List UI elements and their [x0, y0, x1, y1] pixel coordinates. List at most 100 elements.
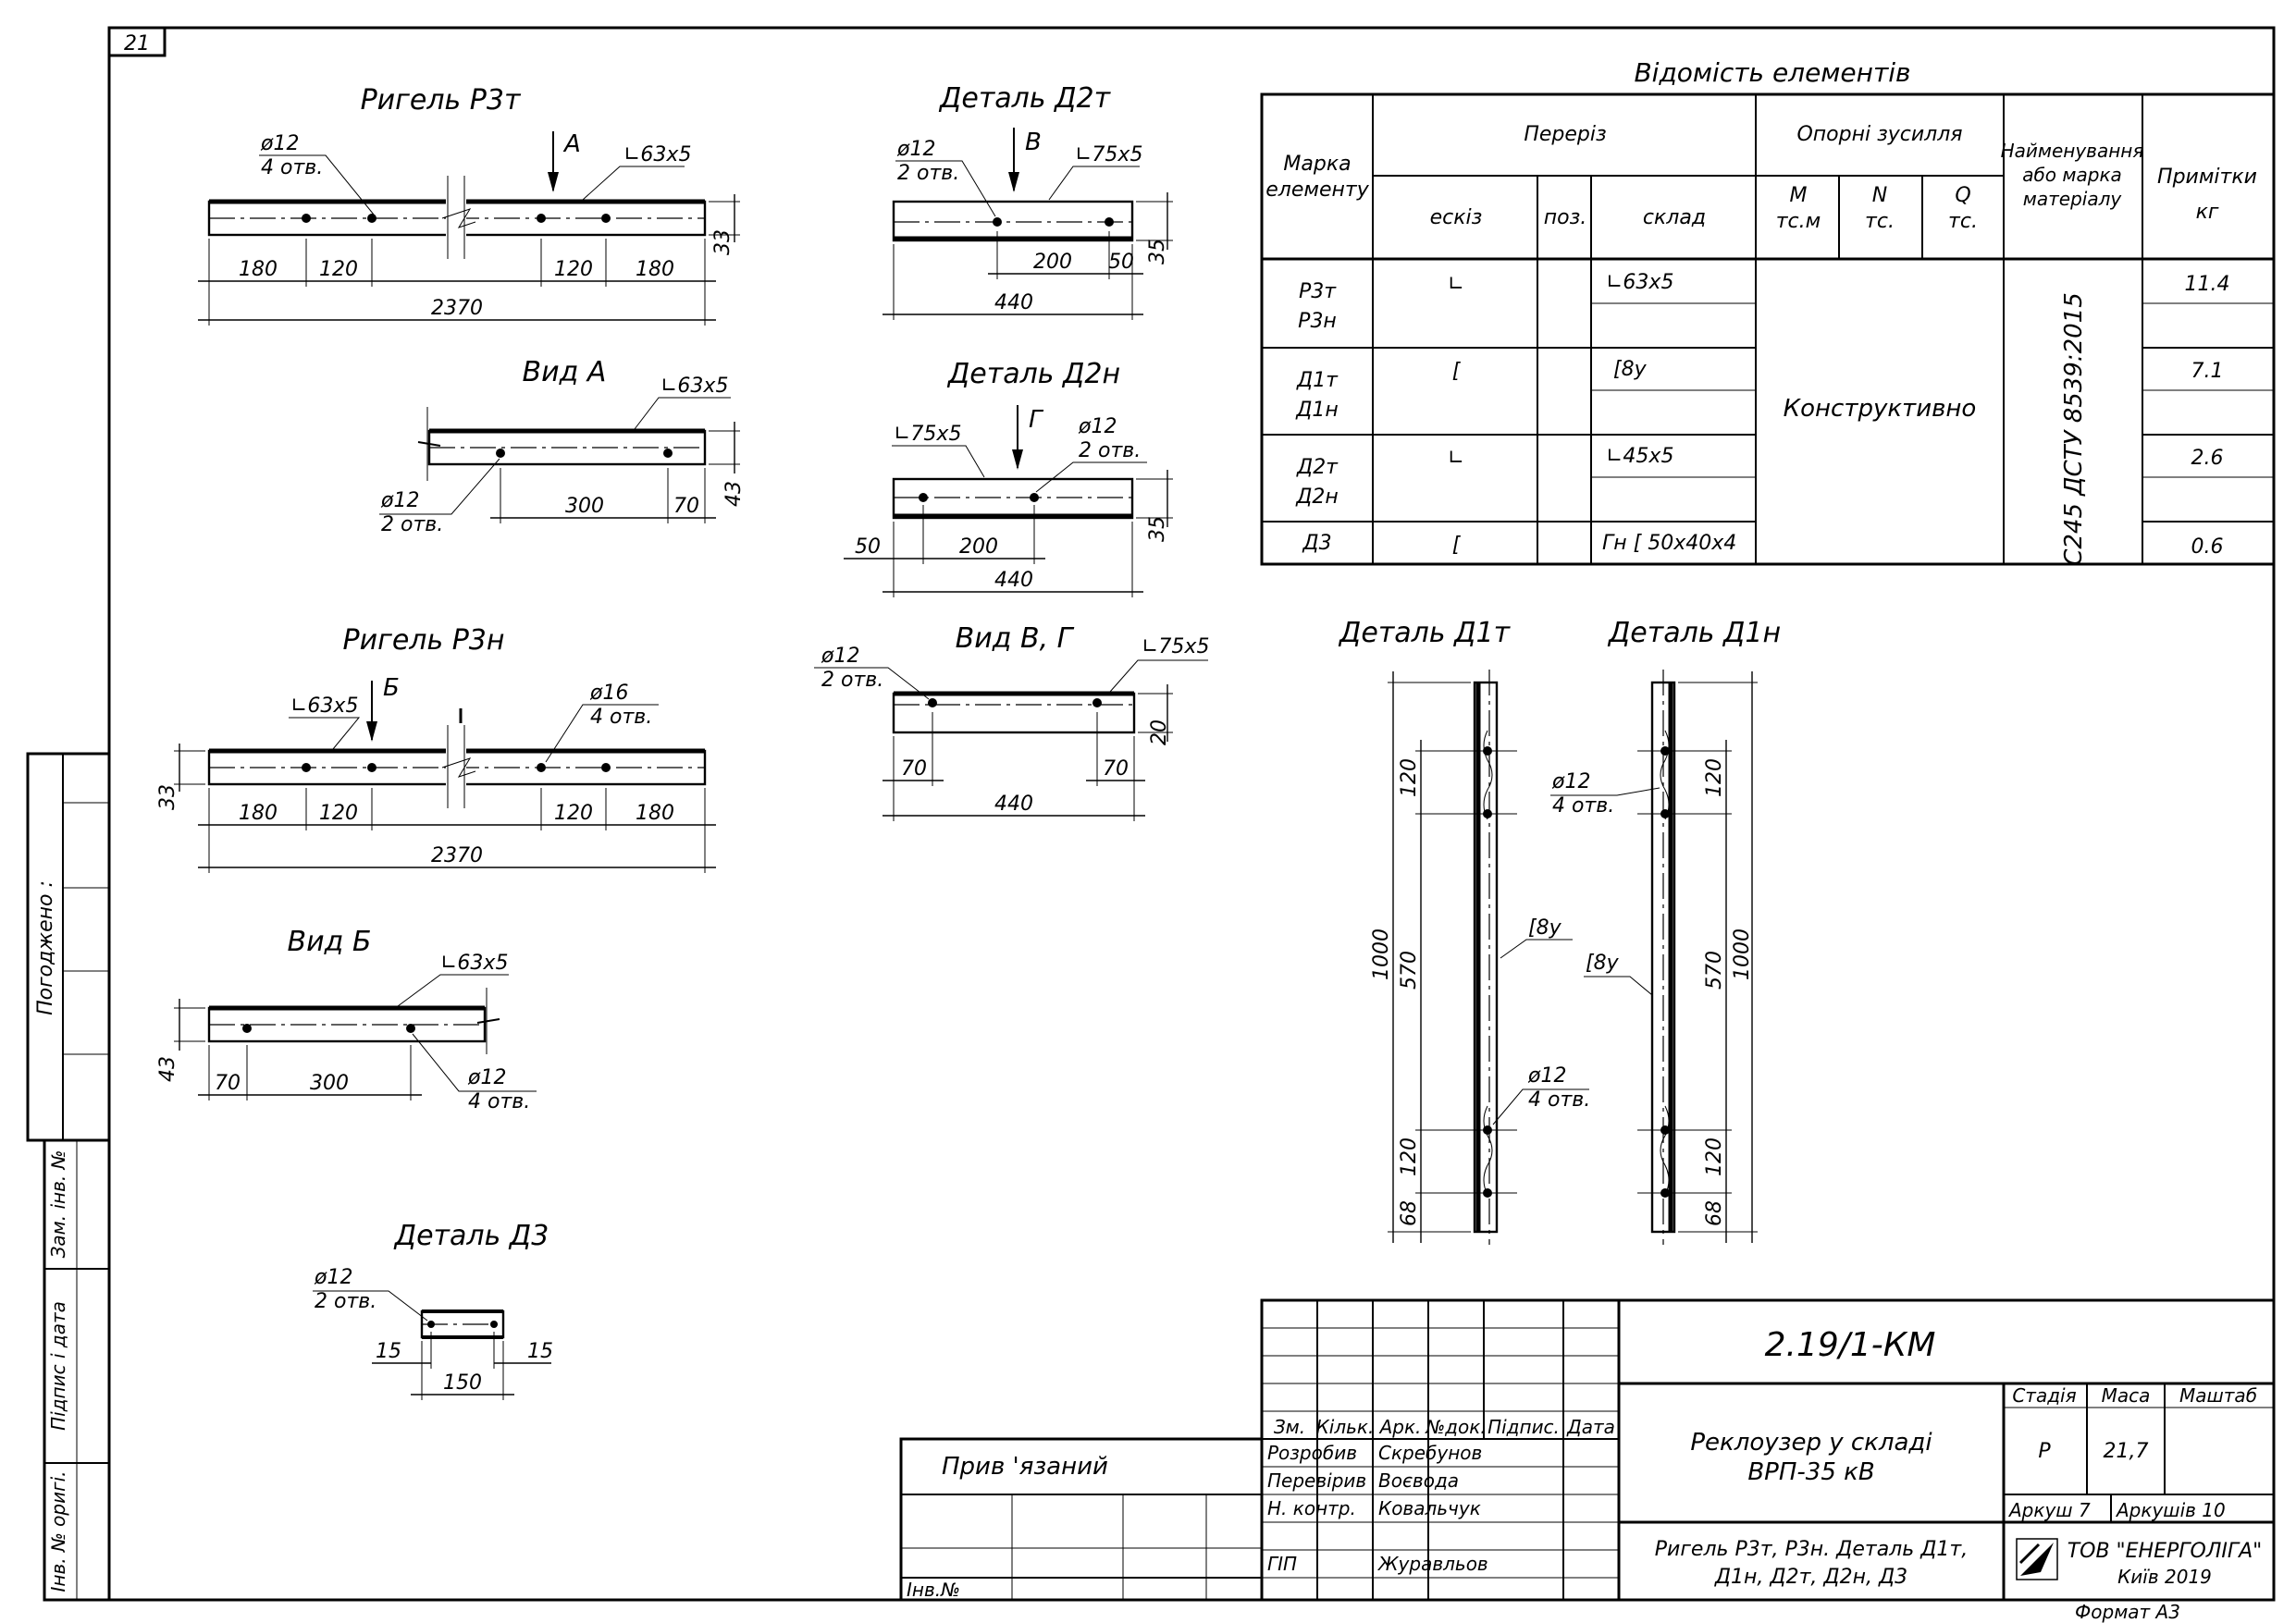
title-view-vg: Вид В, Г	[956, 622, 1075, 655]
view-a-hole-diameter: ø12	[380, 489, 419, 512]
d1n-dim-120-top: 120	[1703, 758, 1726, 797]
r3n-dim-120-left: 120	[319, 802, 358, 825]
view-vg-dim-440: 440	[994, 793, 1033, 816]
title-rigel-r3n: Ригель Р3н	[343, 624, 505, 657]
title-block: Зм. Кільк. Арк. №док. Підпис. Дата Розро…	[1260, 1298, 2276, 1602]
view-b-dim-43: 43	[156, 1056, 179, 1082]
view-a-dim-300: 300	[565, 495, 604, 518]
header-q-symbol: Q	[1955, 184, 1970, 207]
drawing-code: 2.19/1-КМ	[1765, 1326, 1936, 1364]
company-name: ТОВ "ЕНЕРГОЛІГА"	[2068, 1540, 2263, 1563]
d2t-hole-count: 2 отв.	[897, 162, 959, 185]
row2-mark1: Д1т	[1296, 369, 1339, 392]
r3t-dim-2370: 2370	[431, 297, 483, 320]
d3-hole-diameter: ø12	[314, 1266, 352, 1289]
view-vg-hole-count: 2 отв.	[821, 669, 883, 692]
header-mark-line1: Марка	[1283, 153, 1351, 176]
header-m-unit: тс.м	[1776, 210, 1821, 233]
d1t-dim-570: 570	[1398, 951, 1421, 990]
name-developed: Скребунов	[1378, 1442, 1482, 1464]
stage-label: Стадія	[2012, 1384, 2076, 1407]
left-stamp: Погоджено : Зам. інв. № Підпис і дата Ін…	[26, 752, 111, 1602]
d1n-dim-570: 570	[1703, 951, 1726, 990]
d1n-hole-diameter: ø12	[1551, 770, 1590, 793]
d2n-hole-count: 2 отв.	[1079, 439, 1141, 462]
signature-date-label: Підпис і дата	[47, 1301, 69, 1431]
company-logo	[2016, 1538, 2058, 1580]
project-line1: Реклоузер у складі	[1690, 1429, 1932, 1457]
title-detail-d2n: Деталь Д2н	[946, 358, 1120, 390]
d2t-dim-440: 440	[994, 291, 1033, 314]
d2n-dim-200: 200	[959, 535, 998, 559]
d1t-dim-120-top: 120	[1398, 758, 1421, 797]
sheet-frame: 21	[107, 26, 2276, 1602]
view-b-angle-label: ∟63x5	[440, 952, 508, 975]
d2n-dim-50: 50	[855, 535, 881, 559]
view-vg-dim-70-right: 70	[1103, 757, 1129, 781]
detail-d3-drawing: Деталь Д3 ø12 2 отв. 15 15 150	[313, 1220, 553, 1400]
bound-label: Прив 'язаний	[942, 1453, 1108, 1481]
d2n-dim-35: 35	[1146, 516, 1169, 542]
d1t-dim-120-bottom: 120	[1398, 1137, 1421, 1176]
view-a-drawing: Вид А ∟63x5 ø12 2 отв. 300 70 43	[379, 356, 746, 536]
r3t-dim-33: 33	[711, 229, 734, 255]
view-v-marker: В	[1025, 129, 1042, 156]
view-a-dim-70: 70	[673, 495, 699, 518]
rev-col-change: Зм.	[1274, 1416, 1305, 1438]
d1n-dim-1000: 1000	[1731, 928, 1754, 980]
elements-table: Відомість елементів Марка елементу Перер…	[1260, 57, 2276, 566]
row3-note: 2.6	[2191, 447, 2224, 470]
row3-composition: ∟45x5	[1606, 445, 1673, 468]
sheet-number: 21	[124, 32, 150, 55]
rev-col-signature: Підпис.	[1487, 1416, 1560, 1438]
header-material-line3: матеріалу	[2023, 188, 2123, 210]
name-norm-control: Ковальчук	[1378, 1497, 1481, 1519]
view-b-hole-diameter: ø12	[467, 1066, 506, 1089]
rev-col-date: Дата	[1566, 1416, 1615, 1438]
title-view-a: Вид А	[523, 356, 607, 388]
row4-sketch: [	[1452, 534, 1462, 557]
role-developed: Розробив	[1267, 1442, 1357, 1464]
drawing-line2: Д1н, Д2т, Д2н, Д3	[1714, 1566, 1907, 1589]
view-a-marker: А	[562, 130, 581, 158]
r3t-dim-120-right: 120	[554, 258, 593, 281]
rev-col-qty: Кільк.	[1316, 1416, 1375, 1438]
r3n-angle-label: ∟63x5	[290, 695, 358, 718]
d2t-dim-200: 200	[1033, 251, 1072, 274]
header-n-unit: тс.	[1865, 210, 1895, 233]
header-note-line1: Примітки	[2157, 166, 2257, 189]
view-vg-drawing: Вид В, Г ø12 2 отв. ∟75x5 70 70 440 20	[814, 622, 1209, 821]
view-b-hole-count: 4 отв.	[468, 1090, 530, 1113]
view-a-hole-count: 2 отв.	[381, 513, 443, 536]
r3n-hole-diameter: ø16	[589, 682, 628, 705]
name-chief-engineer: Журавльов	[1376, 1553, 1488, 1575]
d2n-dim-440: 440	[994, 569, 1033, 592]
drawing-line1: Ригель Р3т, Р3н. Деталь Д1т,	[1655, 1538, 1968, 1561]
d1t-channel-label: [8у	[1528, 916, 1562, 940]
r3n-dim-120-right: 120	[554, 802, 593, 825]
d1n-channel-label: [8у	[1586, 952, 1620, 975]
view-vg-angle-label: ∟75x5	[1142, 635, 1209, 658]
header-section: Переріз	[1524, 123, 1606, 146]
d2t-dim-35: 35	[1146, 239, 1169, 264]
r3n-dim-2370: 2370	[431, 844, 483, 867]
row1-note: 11.4	[2185, 273, 2230, 296]
d2n-angle-label: ∟75x5	[894, 423, 961, 446]
rigel-r3n-drawing: Ригель Р3н Б ∟63x5 ø16 4 отв. 180 120 12…	[156, 624, 716, 873]
rev-col-doc: №док.	[1425, 1416, 1486, 1438]
title-detail-d2t: Деталь Д2т	[938, 82, 1112, 115]
format-label: Формат А3	[2075, 1601, 2180, 1623]
d1t-dim-1000: 1000	[1370, 928, 1393, 980]
view-b-marker: Б	[383, 674, 400, 702]
row2-note: 7.1	[2191, 360, 2224, 383]
header-n-symbol: N	[1872, 184, 1887, 207]
bound-block: Прив 'язаний Інв.№	[899, 1437, 1264, 1602]
r3t-dim-180-left: 180	[239, 258, 278, 281]
header-composition: склад	[1643, 206, 1706, 229]
view-b-dim-70: 70	[215, 1072, 241, 1095]
row3-mark1: Д2т	[1296, 456, 1339, 479]
material-value: С245 ДСТУ 8539:2015	[2060, 292, 2088, 566]
view-vg-dim-70-left: 70	[901, 757, 927, 781]
detail-d1t-drawing: Деталь Д1т 1000 120 570 120 68 [8у ø12 4…	[1338, 617, 1590, 1245]
